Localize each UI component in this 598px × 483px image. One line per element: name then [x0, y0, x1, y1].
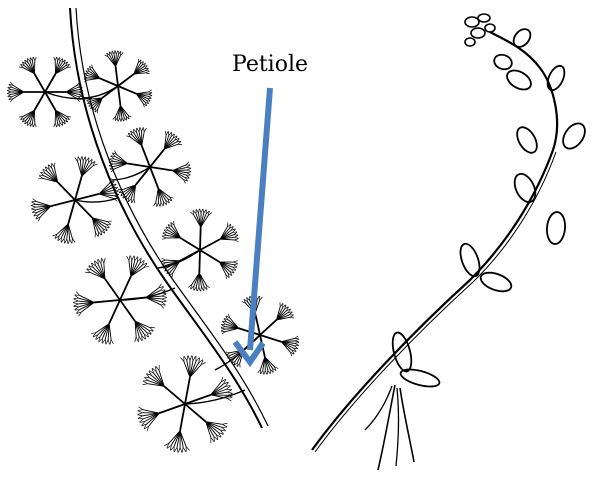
- flower-bud-cluster: [465, 14, 495, 46]
- sprig-leaf: [510, 26, 534, 50]
- sprig-leaf: [504, 67, 535, 94]
- sprig-leaf: [478, 269, 514, 295]
- leaflet-rosette: [7, 57, 83, 127]
- leaflet-rosette: [162, 209, 239, 291]
- flowering-sprig: [312, 14, 589, 470]
- sprig-leaves: [389, 26, 589, 390]
- sprig-leaf: [457, 241, 484, 278]
- sprig-leaf: [511, 171, 540, 206]
- leaflet-rosette: [84, 50, 152, 121]
- petiole-label: Petiole: [232, 52, 308, 77]
- sprig-leaf: [513, 124, 541, 156]
- sprig-leaf: [399, 366, 441, 390]
- sprig-stem: [312, 32, 557, 450]
- leaflet-rosette: [221, 295, 299, 374]
- sprig-leaf: [544, 63, 568, 92]
- leaflet-rosette: [138, 355, 233, 452]
- sprig-leaf: [492, 52, 514, 71]
- leaflet-rosette: [73, 256, 166, 345]
- roots: [365, 385, 414, 470]
- sprig-leaf: [546, 211, 567, 244]
- petiole-arrow: [235, 88, 270, 362]
- arrow-shaft: [250, 88, 270, 350]
- sprig-leaf: [559, 119, 590, 152]
- leaflet-rosette: [109, 127, 191, 206]
